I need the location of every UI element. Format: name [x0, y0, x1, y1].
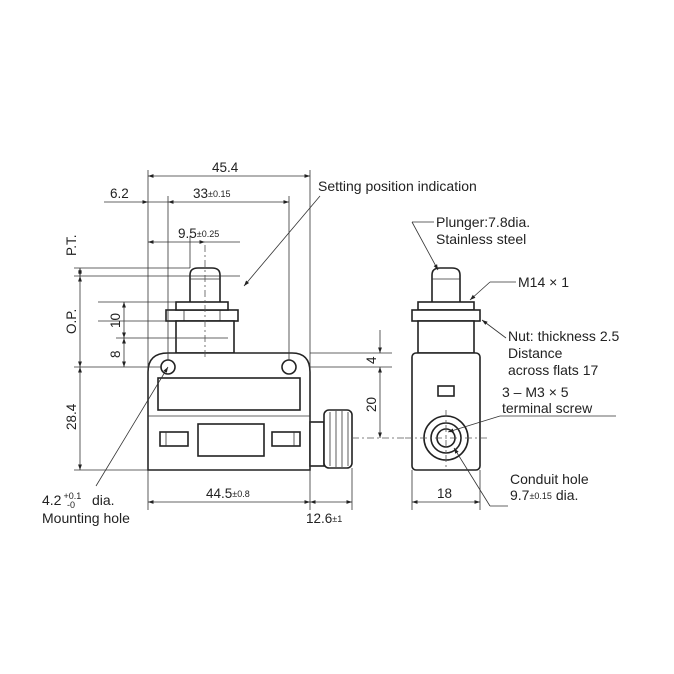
callout-conduit-line1: Conduit hole: [510, 471, 589, 487]
callout-nut-line1: Nut: thickness 2.5: [508, 328, 619, 344]
conduit-knurl: [323, 409, 353, 469]
dim-4: 4: [364, 356, 379, 364]
callout-terminal-line1: 3 – M3 × 5: [502, 384, 569, 400]
dim-hole-pitch: 33±0.15: [193, 186, 231, 201]
dim-op: O.P.: [64, 309, 79, 334]
dim-8: 8: [108, 350, 123, 358]
side-view: [405, 221, 616, 510]
side-thread: [417, 301, 475, 311]
side-indicator: [437, 385, 455, 397]
dim-pt: P.T.: [64, 234, 79, 256]
side-nut: [411, 309, 481, 322]
callout-mount-line2: Mounting hole: [42, 510, 130, 526]
threaded-boss: [175, 301, 229, 311]
front-dimension-lines: [74, 170, 392, 510]
label-window: [197, 423, 265, 457]
mounting-hole-right: [281, 359, 297, 375]
dim-side-width: 18: [437, 486, 452, 501]
dim-offset-left: 6.2: [110, 186, 129, 201]
terminal-window-left: [159, 431, 189, 447]
dim-10: 10: [108, 313, 123, 328]
callout-plunger-line1: Plunger:7.8dia.: [436, 214, 530, 230]
side-boss: [417, 320, 475, 354]
dim-20: 20: [364, 397, 379, 412]
cover-plate: [157, 377, 301, 411]
dim-width-total: 45.4: [212, 160, 239, 175]
conduit-fitting: [309, 421, 325, 467]
front-view: [147, 245, 405, 471]
dim-conduit-length: 12.6±1: [306, 511, 342, 526]
callout-thread: M14 × 1: [518, 274, 569, 290]
callout-conduit-line2: 9.7±0.15 dia.: [510, 487, 578, 503]
dimension-labels: 45.4 6.2 33±0.15 9.5±0.25 P.T. O.P. 10 8…: [64, 160, 452, 526]
callout-nut-line2: Distance: [508, 345, 563, 361]
callout-terminal-line2: terminal screw: [502, 400, 593, 416]
callout-setting-position: Setting position indication: [318, 178, 477, 194]
callout-mount-line1: 4.2+0.1: [42, 491, 81, 508]
callout-mount-suffix: dia.: [92, 492, 115, 508]
hex-nut: [165, 309, 239, 322]
callout-plunger-line2: Stainless steel: [436, 231, 526, 247]
dim-height: 28.4: [64, 403, 79, 430]
callout-nut-line3: across flats 17: [508, 362, 598, 378]
dim-base-length: 44.5±0.8: [206, 486, 250, 501]
terminal-window-right: [271, 431, 301, 447]
callout-labels: Setting position indication Plunger:7.8d…: [42, 178, 619, 526]
dim-plunger-offset: 9.5±0.25: [178, 226, 219, 241]
side-plunger: [431, 267, 461, 302]
callout-mount-tol-lower: -0: [67, 500, 75, 510]
